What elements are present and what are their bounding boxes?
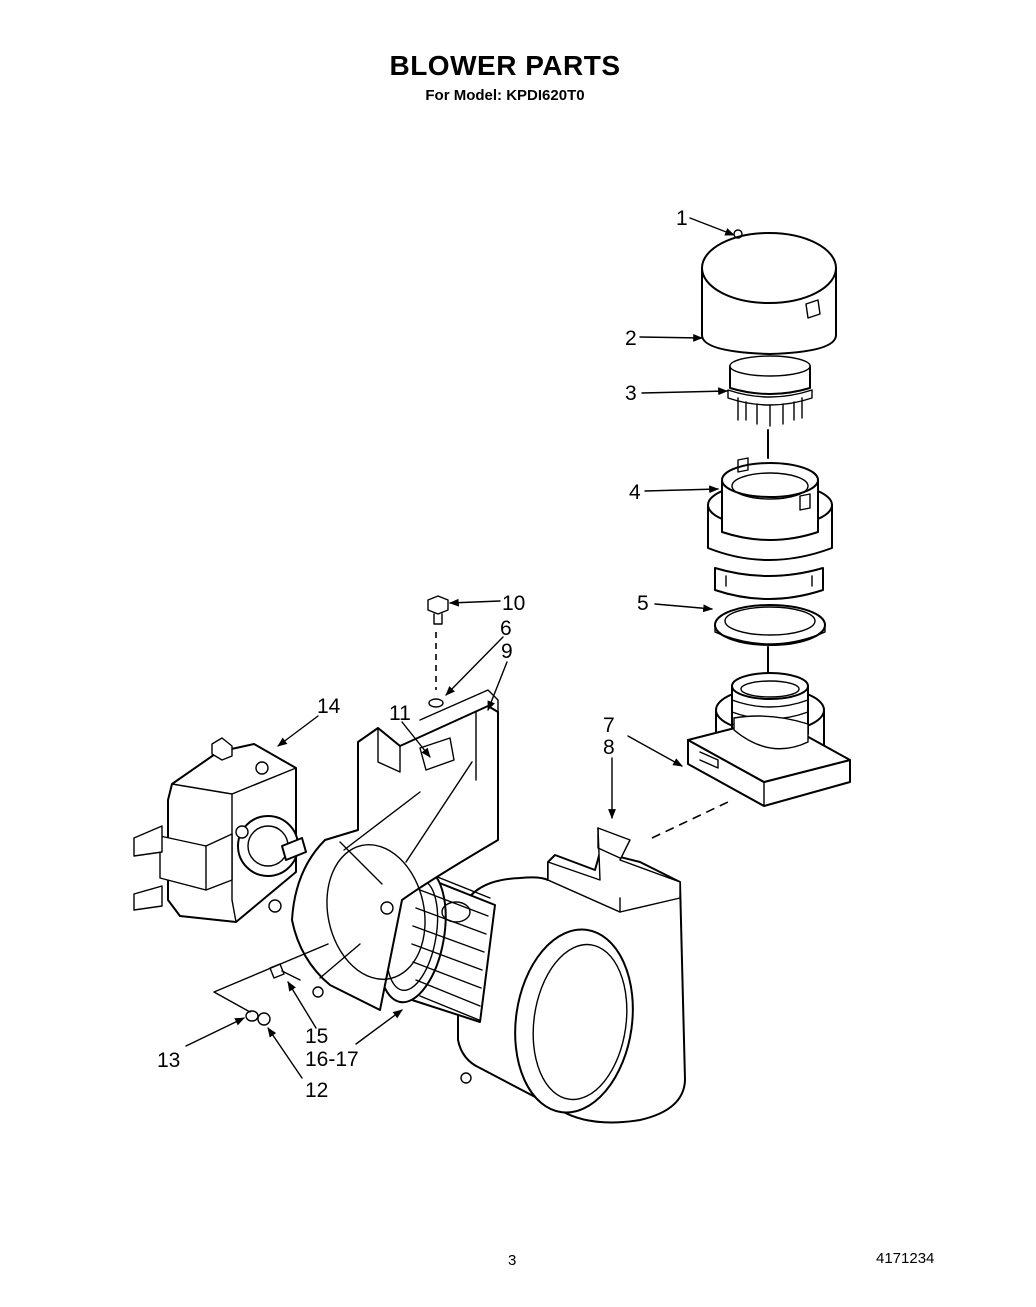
callout-9: 9 bbox=[501, 640, 513, 663]
callout-14: 14 bbox=[317, 695, 341, 718]
callout-6: 6 bbox=[500, 617, 512, 640]
callout-7: 7 bbox=[603, 714, 615, 737]
callout-16-17: 16-17 bbox=[305, 1048, 359, 1071]
motor-mount-part bbox=[707, 457, 833, 600]
callout-15: 15 bbox=[305, 1025, 328, 1048]
page-number: 3 bbox=[508, 1252, 517, 1269]
callout-2: 2 bbox=[625, 327, 637, 350]
callout-8: 8 bbox=[603, 736, 615, 759]
lock-washer-part bbox=[245, 1010, 259, 1022]
washer-part bbox=[428, 698, 444, 708]
scroll-plate-part bbox=[291, 689, 499, 1011]
callout-12: 12 bbox=[305, 1079, 328, 1102]
callout-13: 13 bbox=[157, 1049, 180, 1072]
callout-leaders bbox=[185, 217, 735, 1079]
callout-11: 11 bbox=[389, 702, 411, 725]
model-subtitle: For Model: KPDI620T0 bbox=[425, 87, 585, 104]
callout-4: 4 bbox=[629, 481, 641, 504]
motor-cap-part bbox=[701, 229, 837, 355]
bolt-part bbox=[427, 595, 449, 625]
mounting-plate-part bbox=[687, 715, 851, 807]
document-number: 4171234 bbox=[876, 1250, 935, 1267]
callout-5: 5 bbox=[637, 592, 649, 615]
nut-part bbox=[257, 1012, 271, 1026]
callout-3: 3 bbox=[625, 382, 637, 405]
page-title: BLOWER PARTS bbox=[389, 50, 621, 81]
callout-1: 1 bbox=[676, 207, 688, 230]
blower-motor-part bbox=[133, 737, 307, 923]
motor-base-part bbox=[727, 355, 813, 427]
gasket-ring-part bbox=[714, 604, 826, 646]
callout-10: 10 bbox=[502, 592, 525, 615]
blower-housing-part bbox=[457, 827, 686, 1124]
